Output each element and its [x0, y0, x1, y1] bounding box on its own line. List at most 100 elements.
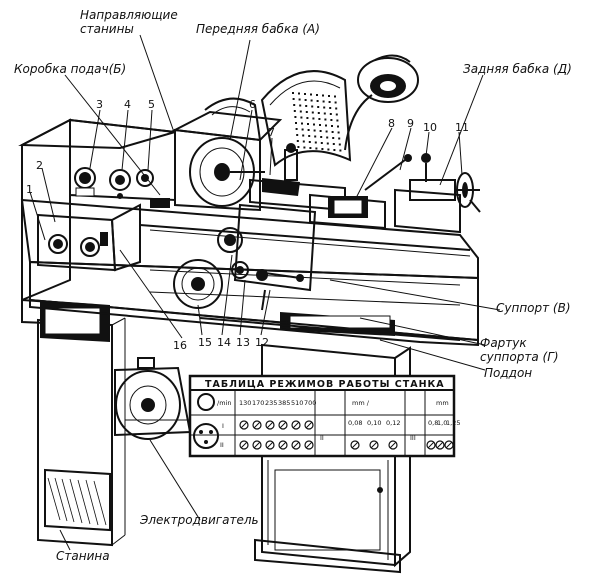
roman-three-feed: II — [320, 434, 324, 442]
perforation-dot — [296, 134, 299, 136]
perforation-dot — [325, 130, 328, 133]
perforation-dot — [339, 149, 342, 152]
perforation-dot — [299, 110, 302, 113]
perforation-dot — [314, 141, 317, 144]
perforation-dot — [332, 143, 335, 145]
number-5: 5 — [148, 98, 155, 111]
speed-knob-row2-mark — [253, 441, 261, 449]
perforation-dot — [310, 93, 312, 96]
perforation-dot — [316, 100, 319, 102]
feed-value: 0,12 — [386, 419, 400, 427]
perforation-dot — [298, 92, 300, 95]
perforation-dot — [303, 146, 306, 149]
pitch-knob-mark — [436, 441, 444, 449]
perforation-dot — [323, 106, 326, 109]
perforation-dot — [333, 149, 336, 151]
electric-motor — [114, 357, 195, 440]
speed-knob-row2-mark — [292, 441, 300, 449]
perforation-dot — [332, 137, 335, 139]
perforation-dot — [328, 95, 330, 97]
perforation-dot — [320, 136, 323, 138]
perforation-dot — [330, 119, 333, 121]
perforation-dot — [292, 98, 295, 100]
tailstock — [394, 153, 481, 234]
number-12: 12 — [255, 336, 269, 349]
perforation-dot — [296, 140, 299, 142]
perforation-dot — [321, 148, 324, 150]
speed-value: 235 — [265, 399, 277, 407]
feed-knob-mark — [389, 441, 397, 449]
bed-right-leg — [254, 343, 411, 574]
number-16: 16 — [173, 339, 187, 352]
label-motor: Электродвигатель — [139, 513, 259, 527]
label-support: Суппорт (В) — [496, 301, 571, 315]
perforation-dot — [297, 146, 300, 148]
part-numbers: 1 2 3 4 5 6 7 8 9 10 11 12 13 14 15 16 — [26, 98, 469, 352]
perforation-dot — [312, 117, 315, 120]
pitch-knob-mark — [427, 441, 435, 449]
label-apron-line2: суппорта (Г) — [480, 350, 559, 364]
number-13: 13 — [236, 336, 250, 349]
label-guides-line1: Направляющие — [80, 8, 178, 22]
speed-knob-row2-mark — [266, 441, 274, 449]
number-10: 10 — [423, 121, 437, 134]
perforation-dot — [335, 107, 338, 110]
perforation-dot — [295, 122, 297, 124]
perforation-dot — [298, 98, 301, 101]
perforation-dot — [293, 110, 296, 112]
speed-knob-row1-mark — [292, 421, 300, 429]
perforation-dot — [327, 148, 330, 151]
label-headstock: Передняя бабка (А) — [196, 22, 320, 36]
number-2: 2 — [36, 159, 43, 172]
feed-value: 0,08 — [348, 419, 362, 427]
speed-value: 130 — [239, 399, 251, 407]
number-9: 9 — [407, 117, 414, 130]
roman-three-thread: III — [410, 434, 416, 442]
perforation-dot — [326, 142, 329, 145]
speed-value: 385 — [278, 399, 290, 407]
perforation-dot — [309, 147, 312, 149]
perforation-dot — [302, 140, 305, 143]
chip-guard — [260, 70, 352, 167]
speed-value: 170 — [252, 399, 264, 407]
number-15: 15 — [198, 336, 212, 349]
perforation-dot — [305, 105, 308, 107]
table-unit-min: /min — [217, 399, 231, 407]
label-tailstock: Задняя бабка (Д) — [463, 62, 572, 76]
perforation-dot — [329, 107, 332, 109]
perforation-dot — [315, 147, 318, 150]
pitch-value: 1,25 — [446, 419, 460, 427]
perforation-dot — [300, 116, 303, 119]
feed-knob-mark — [351, 441, 359, 449]
tool-post — [309, 154, 412, 230]
perforation-dot — [307, 129, 310, 131]
perforation-dot — [294, 116, 297, 118]
perforation-dot — [293, 104, 296, 106]
perforation-dot — [336, 119, 339, 122]
perforation-dot — [322, 94, 324, 97]
perforation-dot — [304, 99, 307, 101]
number-3: 3 — [96, 98, 103, 111]
speed-knob-row1-mark — [240, 421, 248, 429]
feed-unit: mm / — [352, 399, 370, 407]
perforation-dot — [314, 135, 317, 138]
perforation-dot — [316, 94, 318, 96]
roman-two: II — [220, 441, 224, 449]
speed-value: 700 — [304, 399, 316, 407]
perforation-dot — [302, 134, 305, 137]
number-7: 7 — [268, 126, 275, 139]
perforation-dot — [295, 128, 298, 130]
perforation-dot — [329, 113, 332, 115]
perforation-dot — [322, 100, 325, 103]
label-bed: Станина — [56, 549, 110, 563]
number-14: 14 — [217, 336, 231, 349]
label-tray: Поддон — [484, 366, 532, 380]
perforation-dot — [326, 136, 329, 139]
speed-value: 510 — [291, 399, 303, 407]
label-apron-line1: Фартук — [480, 336, 527, 350]
carriage — [173, 143, 346, 311]
feed-knob-mark — [370, 441, 378, 449]
perforation-dot — [305, 111, 308, 113]
perforation-dot — [301, 122, 303, 125]
perforation-dot — [318, 118, 321, 120]
